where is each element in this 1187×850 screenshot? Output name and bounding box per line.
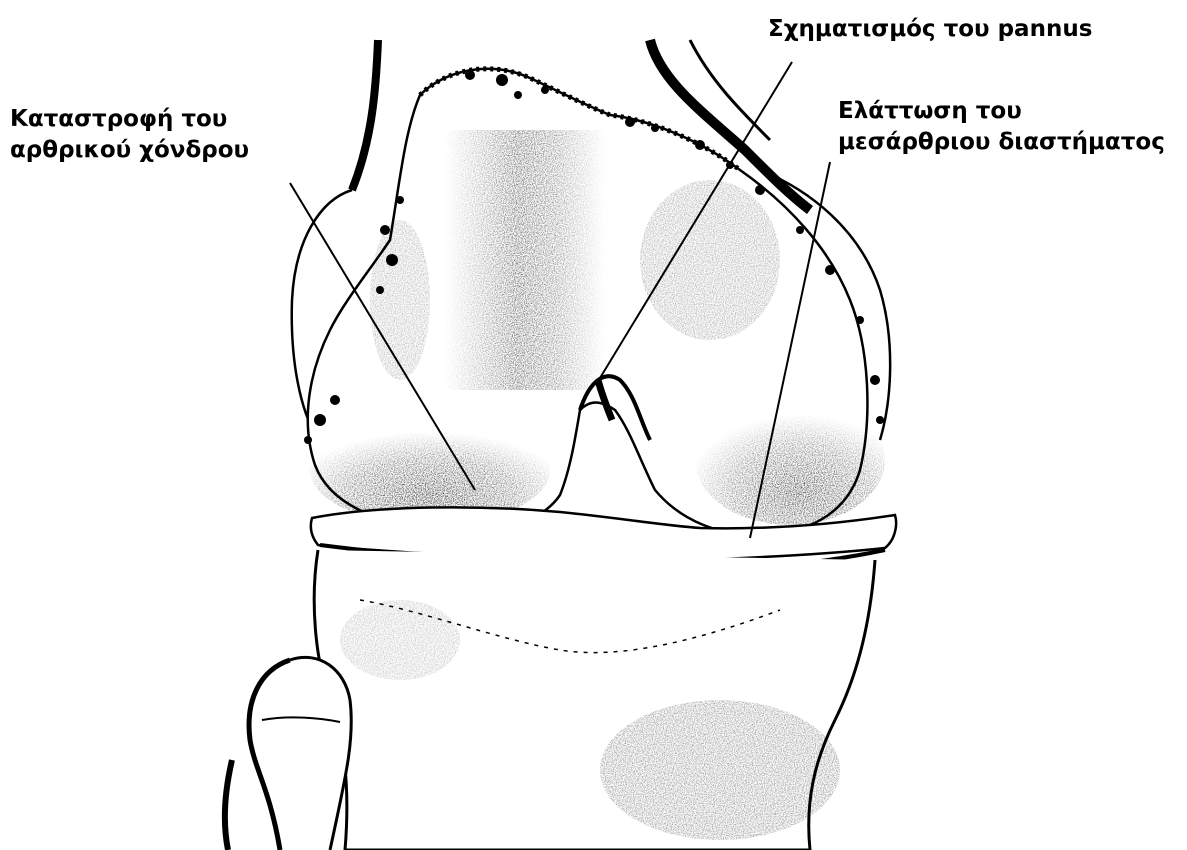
label-joint-space-narrowing: Ελάττωση του μεσάρθριου διαστήματος bbox=[838, 96, 1165, 158]
label-pannus-formation-line1: Σχηματισμός του pannus bbox=[768, 14, 1092, 45]
fibula bbox=[225, 657, 352, 850]
label-cartilage-destruction: Καταστροφή του αρθρικού χόνδρου bbox=[10, 104, 249, 166]
femoral-condyles bbox=[308, 69, 885, 535]
label-cartilage-destruction-line2: αρθρικού χόνδρου bbox=[10, 135, 249, 166]
label-joint-space-narrowing-line1: Ελάττωση του bbox=[838, 96, 1165, 127]
label-pannus-formation: Σχηματισμός του pannus bbox=[768, 14, 1092, 45]
tibia bbox=[314, 550, 875, 850]
label-cartilage-destruction-line1: Καταστροφή του bbox=[10, 104, 249, 135]
label-joint-space-narrowing-line2: μεσάρθριου διαστήματος bbox=[838, 127, 1165, 158]
